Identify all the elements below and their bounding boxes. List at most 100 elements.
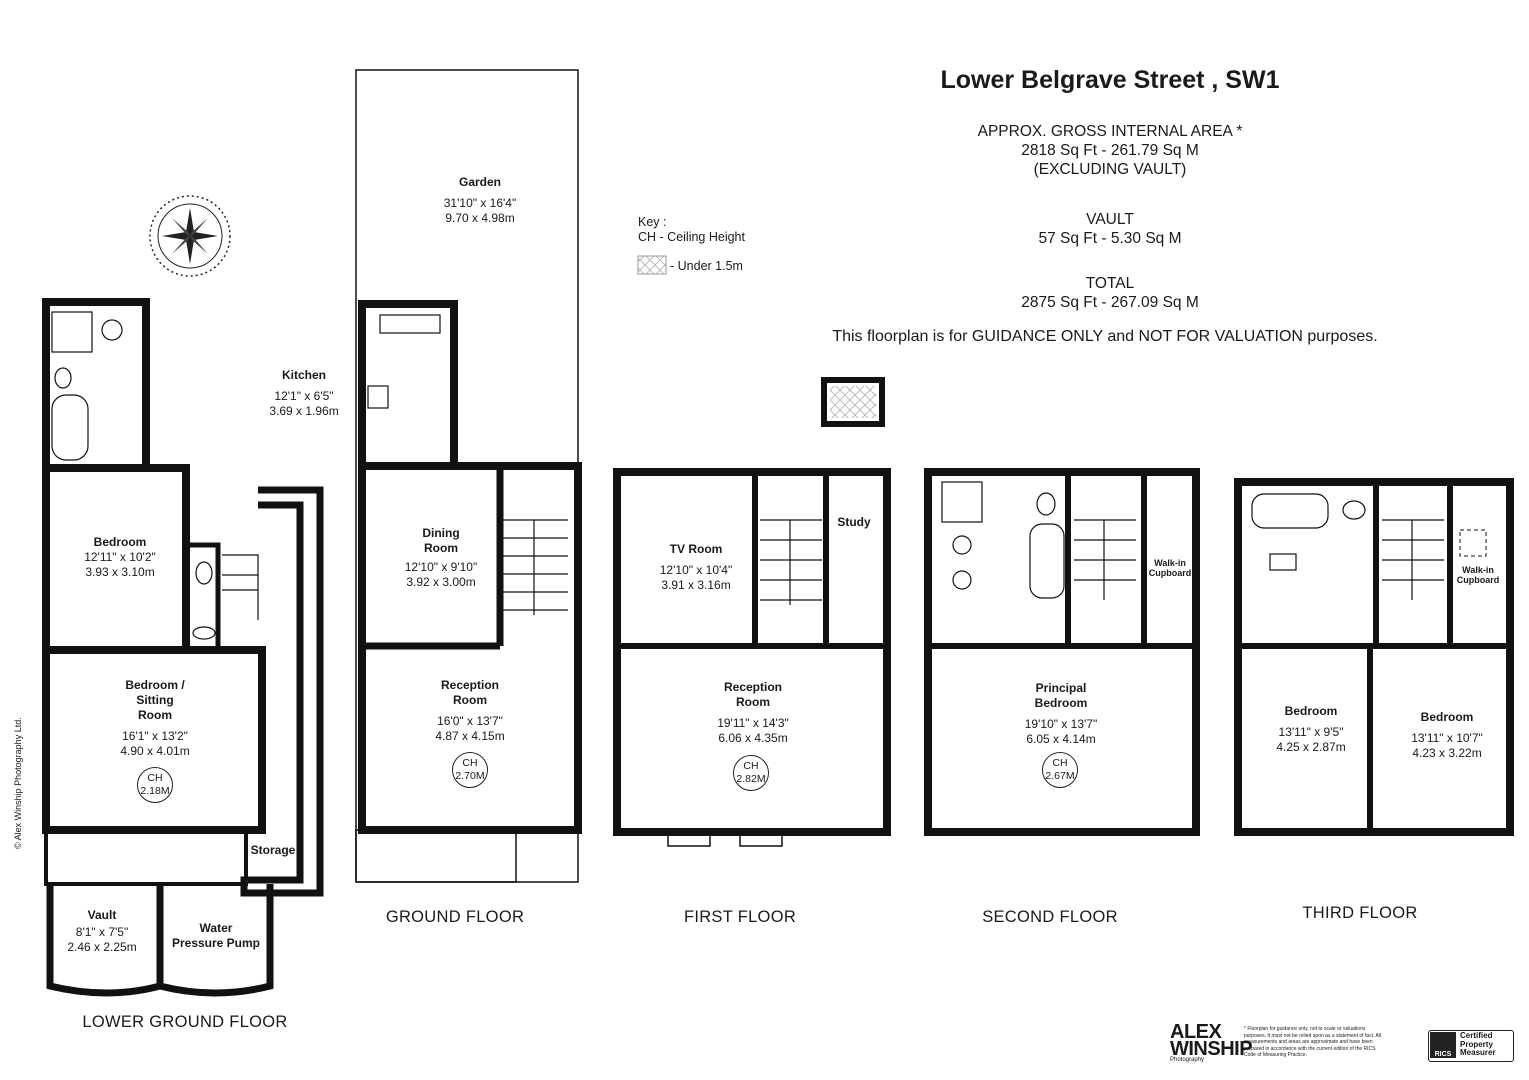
room-name: Room — [453, 693, 487, 707]
vault-area-block: VAULT 57 Sq Ft - 5.30 Sq M — [880, 210, 1340, 248]
room-imperial: 19'10" x 13'7" — [1024, 717, 1098, 731]
lower-ground-floor-plan — [42, 298, 324, 997]
total-area-label: TOTAL — [1085, 275, 1135, 292]
room-imperial: 13'11" x 10'7" — [1411, 731, 1483, 745]
floor-label-third: THIRD FLOOR — [1302, 904, 1418, 922]
ch-value: 2.67M — [1045, 770, 1075, 782]
room-metric: 4.23 x 3.22m — [1412, 746, 1482, 760]
total-area-block: TOTAL 2875 Sq Ft - 267.09 Sq M — [880, 274, 1340, 312]
guidance-note: This floorplan is for GUIDANCE ONLY and … — [832, 328, 1378, 345]
room-name: Water — [199, 921, 233, 935]
room-walkin-second: Walk-in Cupboard — [1142, 558, 1198, 578]
rics-cert-line: Property — [1460, 1039, 1493, 1049]
room-name: Walk-in — [1462, 565, 1494, 575]
rics-cert-line: Certified — [1460, 1031, 1493, 1040]
room-first-reception: Reception Room 19'11" x 14'3" 6.06 x 4.3… — [690, 680, 816, 746]
gross-area-label: APPROX. GROSS INTERNAL AREA * — [977, 123, 1243, 140]
total-area-value: 2875 Sq Ft - 267.09 Sq M — [1021, 294, 1199, 311]
floor-label-first: FIRST FLOOR — [683, 908, 797, 926]
ch-value: 2.82M — [736, 773, 766, 785]
room-lg-bedroom: Bedroom 12'11" x 10'2" 3.93 x 3.10m — [60, 535, 180, 580]
room-metric: 9.70 x 4.98m — [445, 211, 515, 225]
room-name: Room — [424, 541, 458, 555]
room-water-pump: Water Pressure Pump — [164, 921, 268, 951]
vault-area-label: VAULT — [1086, 211, 1134, 228]
rics-certification: Certified Property Measurer — [1460, 1031, 1496, 1058]
page-title: Lower Belgrave Street , SW1 — [940, 66, 1280, 94]
room-imperial: 12'1" x 6'5" — [274, 389, 334, 403]
room-metric: 2.46 x 2.25m — [67, 940, 137, 954]
room-name: Storage — [250, 843, 296, 857]
room-imperial: 19'11" x 14'3" — [717, 716, 789, 730]
brand-line-1: ALEX — [1170, 1021, 1222, 1043]
vault-area-value: 57 Sq Ft - 5.30 Sq M — [1038, 230, 1182, 247]
floor-label-lower-ground: LOWER GROUND FLOOR — [82, 1013, 288, 1031]
room-storage: Storage — [240, 843, 306, 858]
room-garden: Garden 31'10" x 16'4" 9.70 x 4.98m — [420, 175, 540, 226]
ceiling-height-badge: CH 2.18M — [137, 767, 173, 803]
key-ceiling-height: CH - Ceiling Height — [638, 230, 745, 244]
room-metric: 3.92 x 3.00m — [406, 575, 476, 589]
room-metric: 4.25 x 2.87m — [1276, 740, 1346, 754]
room-name: Room — [138, 708, 172, 722]
key-title: Key : — [638, 215, 667, 229]
ch-value: 2.70M — [455, 770, 485, 782]
room-name: Bedroom — [1034, 696, 1088, 710]
room-name: Walk-in — [1154, 558, 1186, 568]
rics-cert-line: Measurer — [1460, 1048, 1496, 1057]
third-floor-plan — [1234, 478, 1514, 836]
gross-area-value: 2818 Sq Ft - 261.79 Sq M — [1021, 142, 1199, 159]
room-name: Cupboard — [1456, 575, 1500, 585]
room-imperial: 12'10" x 10'4" — [659, 563, 733, 577]
room-name: Bedroom — [93, 535, 147, 549]
room-imperial: 13'11" x 9'5" — [1278, 725, 1344, 739]
room-name: Garden — [458, 175, 501, 189]
copyright-text: © Alex Winship Photography Ltd. — [13, 717, 23, 849]
room-imperial: 8'1" x 7'5" — [75, 925, 129, 939]
room-name: Reception — [723, 680, 782, 694]
ground-floor-plan — [355, 69, 582, 883]
room-name: Pressure Pump — [171, 936, 261, 950]
room-kitchen: Kitchen 12'1" x 6'5" 3.69 x 1.96m — [254, 368, 354, 419]
room-imperial: 12'11" x 10'2" — [84, 550, 156, 564]
disclaimer-text: * Floorplan for guidance only, not to sc… — [1244, 1026, 1382, 1058]
room-ground-reception: Reception Room 16'0" x 13'7" 4.87 x 4.15… — [410, 678, 530, 744]
room-name: TV Room — [669, 542, 723, 556]
room-imperial: 31'10" x 16'4" — [443, 196, 517, 210]
room-imperial: 12'10" x 9'10" — [404, 560, 478, 574]
room-name: Study — [837, 515, 871, 529]
room-principal-bedroom: Principal Bedroom 19'10" x 13'7" 6.05 x … — [998, 681, 1124, 747]
gross-area-note: (EXCLUDING VAULT) — [1033, 161, 1187, 178]
room-metric: 6.06 x 4.35m — [718, 731, 788, 745]
brand-logo: ALEX WINSHIP — [1170, 1021, 1253, 1060]
ch-label: CH — [1052, 757, 1068, 769]
room-study: Study — [830, 515, 878, 530]
floor-label-second: SECOND FLOOR — [982, 908, 1118, 926]
ch-value: 2.18M — [140, 785, 170, 797]
floor-label-ground: GROUND FLOOR — [385, 908, 525, 926]
room-name: Bedroom — [1420, 710, 1474, 724]
room-third-bedroom-2: Bedroom 13'11" x 10'7" 4.23 x 3.22m — [1392, 710, 1502, 761]
room-name: Principal — [1035, 681, 1087, 695]
room-tv: TV Room 12'10" x 10'4" 3.91 x 3.16m — [636, 542, 756, 593]
brand-line-2: WINSHIP — [1170, 1038, 1253, 1060]
room-name: Reception — [440, 678, 499, 692]
room-metric: 3.93 x 3.10m — [85, 565, 155, 579]
ceiling-height-badge: CH 2.67M — [1042, 752, 1078, 788]
room-metric: 4.87 x 4.15m — [435, 729, 505, 743]
room-metric: 6.05 x 4.14m — [1026, 732, 1096, 746]
rics-logo: RICS — [1430, 1032, 1456, 1058]
room-name: Room — [736, 695, 770, 709]
rics-badge — [1428, 1030, 1514, 1062]
room-name: Kitchen — [281, 368, 326, 382]
room-vault: Vault 8'1" x 7'5" 2.46 x 2.25m — [52, 908, 152, 955]
room-walkin-third: Walk-in Cupboard — [1450, 565, 1506, 585]
room-imperial: 16'0" x 13'7" — [437, 714, 503, 728]
room-name: Cupboard — [1148, 568, 1192, 578]
room-lg-sitting: Bedroom / Sitting Room 16'1" x 13'2" 4.9… — [95, 678, 215, 759]
room-imperial: 16'1" x 13'2" — [122, 729, 188, 743]
hatch-key-swatch — [637, 255, 667, 275]
room-name: Vault — [87, 908, 117, 922]
ch-label: CH — [147, 772, 163, 784]
